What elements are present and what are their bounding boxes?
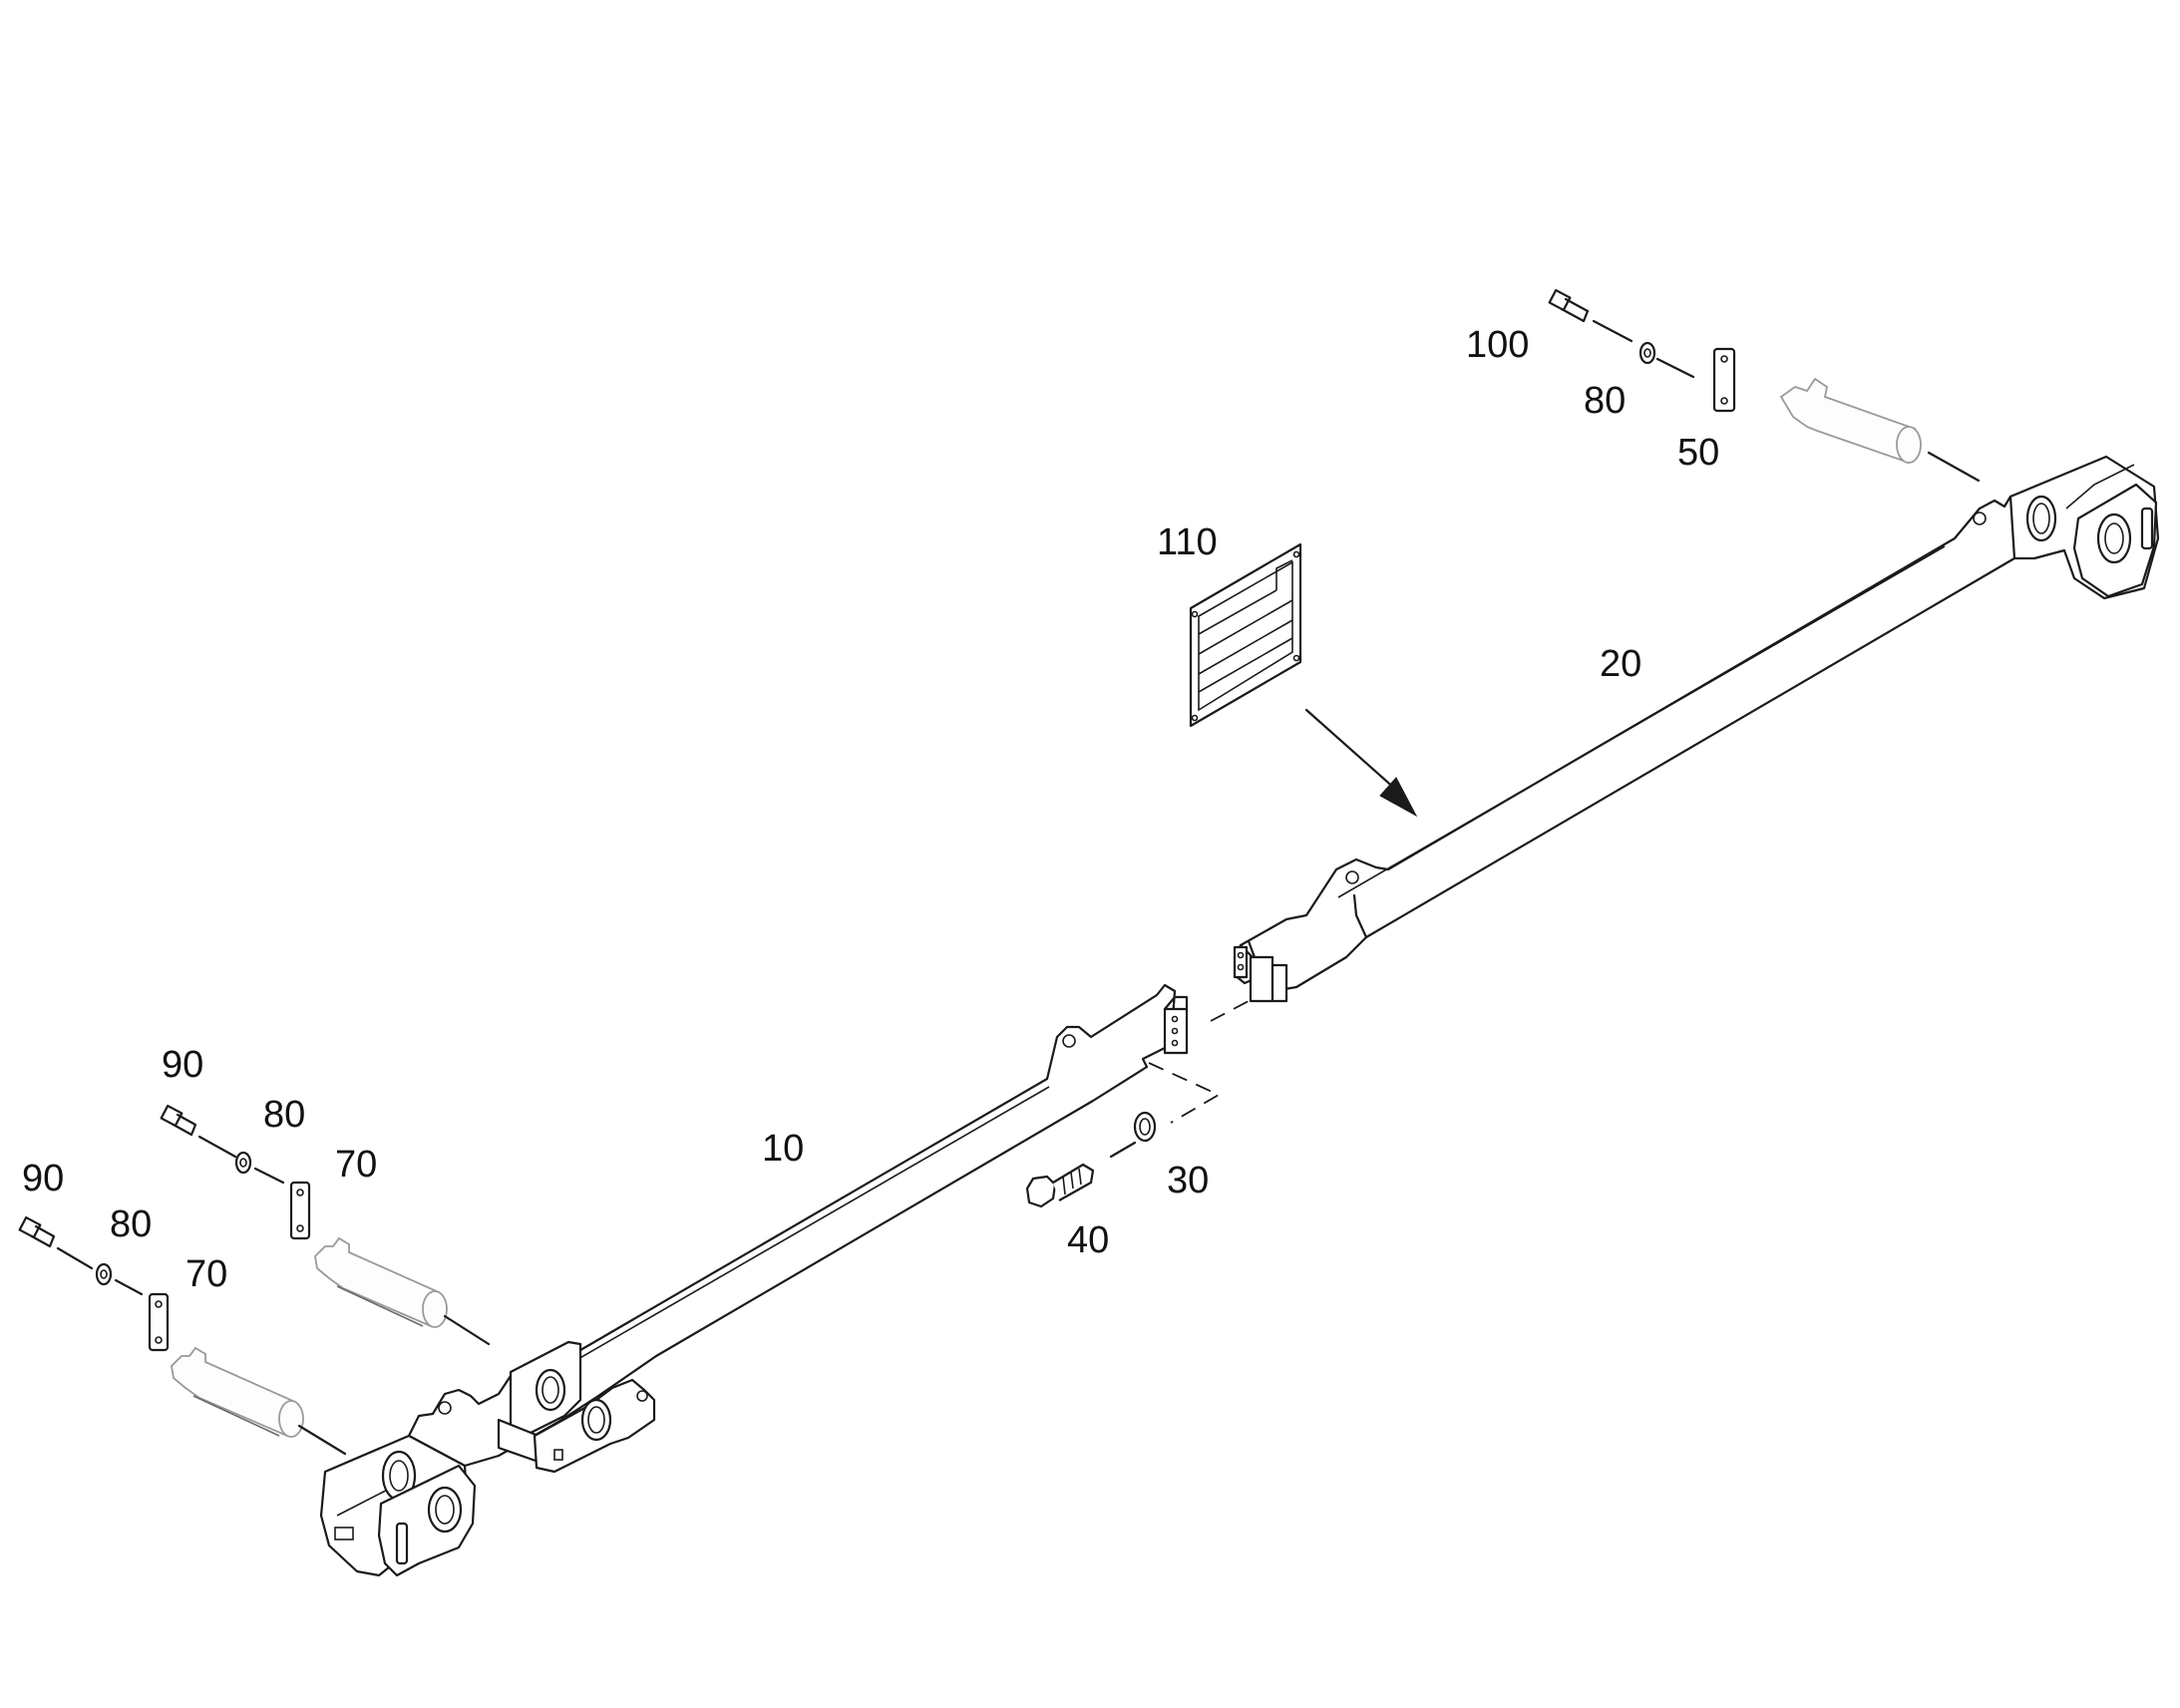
washer-30: [1133, 1111, 1157, 1143]
leader-90-a: [197, 1135, 237, 1159]
dashed-joint-line: [1210, 1000, 1250, 1022]
washer-80-b: [95, 1262, 113, 1286]
bolt-90-a: [160, 1104, 197, 1137]
beam-20: [1233, 455, 2160, 1003]
callout-20: 20: [1600, 643, 1641, 685]
pin-upper-right: [1779, 377, 1922, 465]
callout-50: 50: [1677, 432, 1719, 474]
plate-70-b: [148, 1292, 170, 1352]
leader-80-top: [1655, 357, 1695, 379]
callout-110: 110: [1157, 521, 1218, 563]
dashed-bolt-path: [1148, 1062, 1221, 1124]
leader-pin-b: [297, 1424, 347, 1456]
callout-80-a: 80: [263, 1094, 305, 1136]
callout-100: 100: [1466, 324, 1529, 366]
callout-10: 10: [762, 1128, 804, 1170]
callout-90-b: 90: [22, 1158, 64, 1199]
plate-50: [1712, 347, 1736, 413]
leader-90-b: [56, 1246, 94, 1270]
washer-80-top: [1638, 341, 1656, 365]
callout-90-a: 90: [162, 1044, 203, 1086]
callout-70-b: 70: [185, 1253, 227, 1295]
callout-40: 40: [1067, 1219, 1109, 1261]
callout-80-top: 80: [1584, 380, 1626, 422]
callout-70-a: 70: [335, 1144, 377, 1186]
pin-lower-b: [171, 1346, 304, 1438]
arrow-110-to-20: [1304, 708, 1418, 818]
beam-10: [319, 983, 1189, 1577]
pin-lower-a: [314, 1236, 448, 1328]
leader-30: [1109, 1141, 1137, 1159]
bolt-100: [1548, 288, 1590, 323]
leader-100: [1592, 319, 1634, 343]
decal-110: [1189, 542, 1302, 728]
leader-80-b: [114, 1278, 144, 1296]
callout-80-b: 80: [110, 1203, 152, 1245]
callout-30: 30: [1167, 1160, 1209, 1201]
leader-80-a: [253, 1167, 285, 1185]
plate-70-a: [289, 1181, 311, 1240]
washer-80-a: [234, 1151, 252, 1175]
bolt-90-b: [18, 1215, 56, 1248]
leader-pin-upper: [1927, 451, 1981, 483]
bolt-40: [1025, 1163, 1095, 1208]
leader-pin-a: [443, 1314, 491, 1346]
